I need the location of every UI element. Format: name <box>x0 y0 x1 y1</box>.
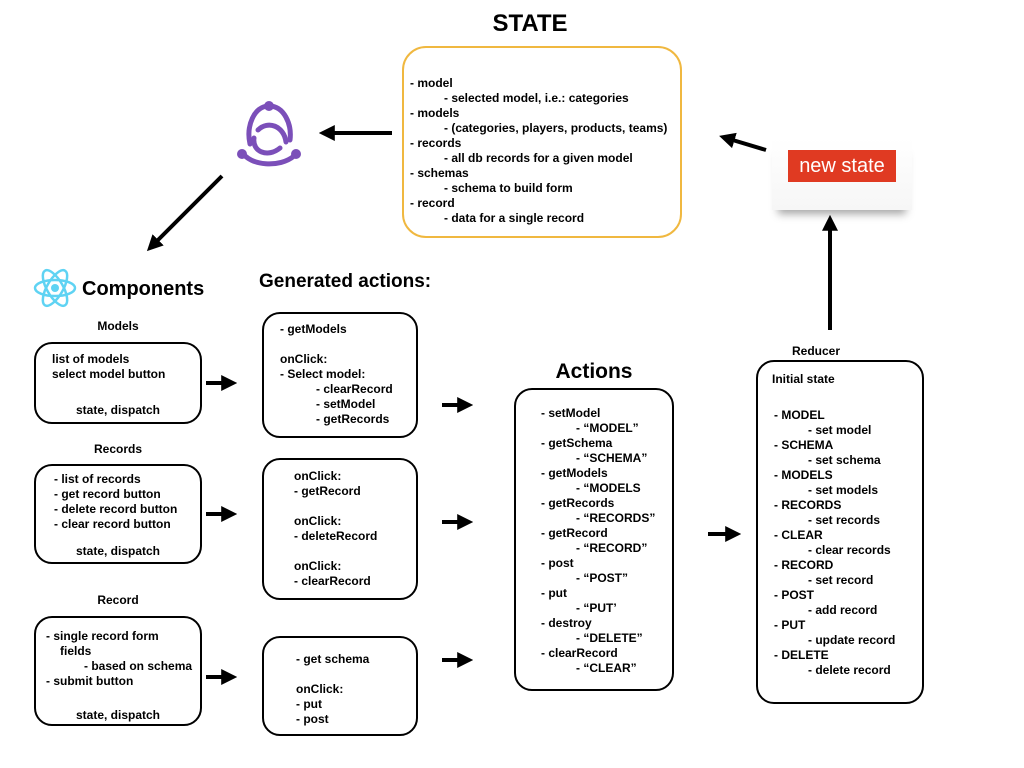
reducer-line: - set models <box>808 483 879 497</box>
action-line: - “DELETE” <box>576 631 643 645</box>
reducer-line: - clear records <box>808 543 891 557</box>
reducer-line: - set schema <box>808 453 881 467</box>
component-line: select model button <box>52 367 166 381</box>
action-line: - destroy <box>541 616 592 630</box>
arrow-redux-to-components <box>146 174 224 252</box>
reducer-line: - set records <box>808 513 881 527</box>
generated-actions-title: Generated actions: <box>259 271 432 292</box>
record-component-box: - single record form fields - based on s… <box>34 616 202 726</box>
component-line: - list of records <box>54 472 141 486</box>
component-footer: state, dispatch <box>75 403 161 417</box>
generated-line: - setModel <box>316 397 376 411</box>
component-line: - clear record button <box>54 517 171 531</box>
reducer-header: Initial state <box>772 372 835 386</box>
generated-line: onClick: <box>280 352 328 366</box>
records-caption: Records <box>93 442 143 456</box>
state-line: - record <box>410 196 455 210</box>
reducer-line: - SCHEMA <box>774 438 834 452</box>
reducer-box: Initial state - MODEL - set model - SCHE… <box>756 360 924 704</box>
react-logo-icon <box>33 268 77 308</box>
generated-record-box: - get schema onClick: - put - post <box>262 636 418 736</box>
generated-line: onClick: <box>294 469 342 483</box>
state-line: - data for a single record <box>444 211 585 225</box>
generated-line: onClick: <box>294 514 342 528</box>
records-component-box: - list of records - get record button - … <box>34 464 202 564</box>
models-caption: Models <box>97 319 139 333</box>
generated-records-box: onClick: - getRecord onClick: - deleteRe… <box>262 458 418 600</box>
reducer-line: - MODELS <box>774 468 833 482</box>
component-line: - get record button <box>54 487 161 501</box>
generated-line: onClick: <box>294 559 342 573</box>
action-line: - getRecords <box>541 496 615 510</box>
action-line: - getModels <box>541 466 608 480</box>
generated-line: - getRecords <box>316 412 390 426</box>
action-line: - setModel <box>541 406 601 420</box>
redux-logo-icon <box>237 101 301 167</box>
state-line: - model <box>410 76 453 90</box>
actions-box: - setModel - “MODEL” - getSchema - “SCHE… <box>514 388 674 691</box>
action-line: - “CLEAR” <box>576 661 637 675</box>
generated-line: - deleteRecord <box>294 529 378 543</box>
state-box: - model - selected model, i.e.: categori… <box>402 46 682 238</box>
reducer-line: - RECORD <box>774 558 834 572</box>
reducer-caption: Reducer <box>791 344 841 358</box>
arrow-newstate-to-state <box>719 132 767 152</box>
new-state-card: new state <box>772 138 912 210</box>
action-line: - “RECORD” <box>576 541 648 555</box>
component-line: - submit button <box>46 674 134 688</box>
state-line: - schemas <box>410 166 469 180</box>
action-line: - “MODEL” <box>576 421 639 435</box>
reducer-line: - RECORDS <box>774 498 842 512</box>
reducer-line: - update record <box>808 633 896 647</box>
action-line: - getRecord <box>541 526 608 540</box>
reducer-line: - CLEAR <box>774 528 823 542</box>
action-line: - “RECORDS” <box>576 511 656 525</box>
generated-line: - getRecord <box>294 484 361 498</box>
action-line: - put <box>541 586 567 600</box>
generated-line: - Select model: <box>280 367 366 381</box>
component-footer: state, dispatch <box>75 708 161 722</box>
reducer-line: - add record <box>808 603 878 617</box>
reducer-line: - DELETE <box>774 648 829 662</box>
generated-line: - post <box>296 712 329 726</box>
components-title: Components <box>82 278 205 300</box>
component-footer: state, dispatch <box>75 544 161 558</box>
action-line: - clearRecord <box>541 646 618 660</box>
reducer-line: - delete record <box>808 663 891 677</box>
state-line: - records <box>410 136 462 150</box>
generated-line: - put <box>296 697 322 711</box>
reducer-line: - set record <box>808 573 874 587</box>
action-line: - post <box>541 556 574 570</box>
component-line: fields <box>60 644 92 658</box>
new-state-label: new state <box>788 150 896 182</box>
generated-line: - clearRecord <box>294 574 371 588</box>
reducer-line: - MODEL <box>774 408 825 422</box>
reducer-line: - POST <box>774 588 815 602</box>
state-line: - all db records for a given model <box>444 151 633 165</box>
component-line: - based on schema <box>84 659 193 673</box>
models-component-box: list of models select model button state… <box>34 342 202 424</box>
action-line: - “POST” <box>576 571 629 585</box>
record-caption: Record <box>97 593 139 607</box>
generated-line: - get schema <box>296 652 370 666</box>
generated-models-box: - getModels onClick: - Select model: - c… <box>262 312 418 438</box>
action-line: - getSchema <box>541 436 613 450</box>
reducer-line: - PUT <box>774 618 806 632</box>
state-title: STATE <box>492 10 568 37</box>
generated-line: onClick: <box>296 682 344 696</box>
reducer-line: - set model <box>808 423 872 437</box>
action-line: - “SCHEMA” <box>576 451 648 465</box>
state-line: - models <box>410 106 460 120</box>
action-line: - “PUT’ <box>576 601 617 615</box>
generated-line: - clearRecord <box>316 382 393 396</box>
state-line: - schema to build form <box>444 181 573 195</box>
component-line: - delete record button <box>54 502 178 516</box>
actions-title: Actions <box>555 360 633 383</box>
state-line: - selected model, i.e.: categories <box>444 91 629 105</box>
component-line: - single record form <box>46 629 159 643</box>
component-line: list of models <box>52 352 130 366</box>
generated-line: - getModels <box>280 322 347 336</box>
action-line: - “MODELS <box>576 481 641 495</box>
state-line: - (categories, players, products, teams) <box>444 121 668 135</box>
